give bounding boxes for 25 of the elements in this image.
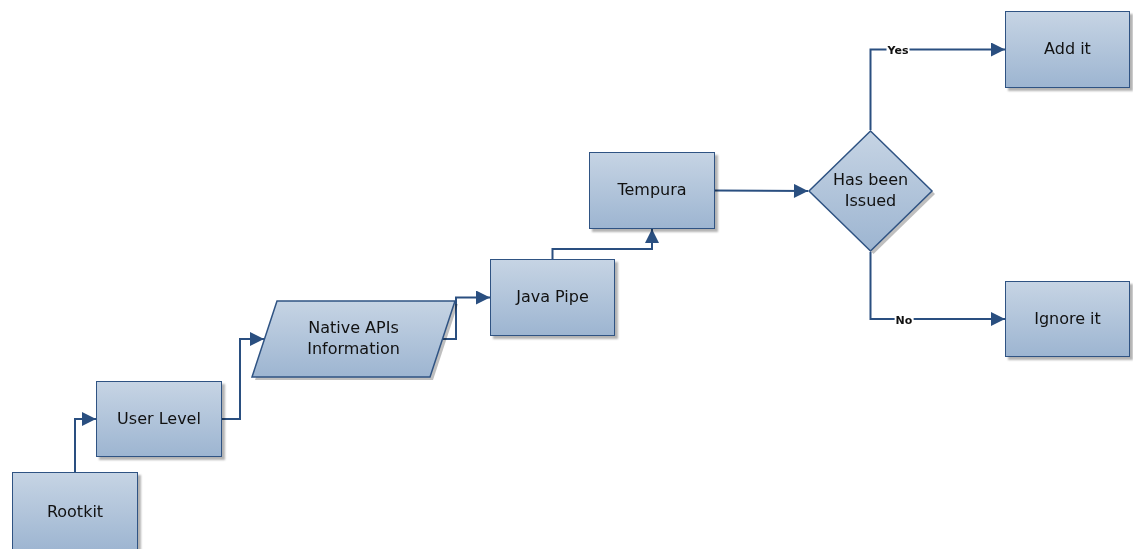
decision-diamond	[808, 130, 933, 252]
node-label: Ignore it	[1034, 308, 1101, 330]
arrow	[74, 412, 97, 473]
edge-label: No	[894, 313, 914, 327]
arrow	[869, 42, 1006, 131]
process-box	[96, 381, 222, 457]
arrow	[869, 251, 1006, 326]
data-parallelogram	[251, 300, 456, 378]
node-label: Tempura	[617, 180, 687, 201]
process-box	[1005, 281, 1130, 357]
arrow	[551, 228, 659, 260]
process-box	[490, 259, 615, 336]
process-box	[1005, 11, 1130, 88]
node-label: Rootkit	[46, 501, 104, 523]
node-label: Add it	[1044, 39, 1091, 60]
node-label: Has been Issued	[831, 170, 910, 212]
arrow	[442, 290, 491, 340]
edge-label: Yes	[886, 43, 910, 57]
process-box	[12, 472, 138, 549]
arrow	[221, 332, 265, 420]
node-label: User Level	[117, 408, 201, 430]
node-label: Java Pipe	[516, 287, 589, 308]
node-label: Native APIs Information	[306, 318, 401, 360]
process-box	[589, 152, 715, 229]
arrow	[714, 183, 809, 198]
